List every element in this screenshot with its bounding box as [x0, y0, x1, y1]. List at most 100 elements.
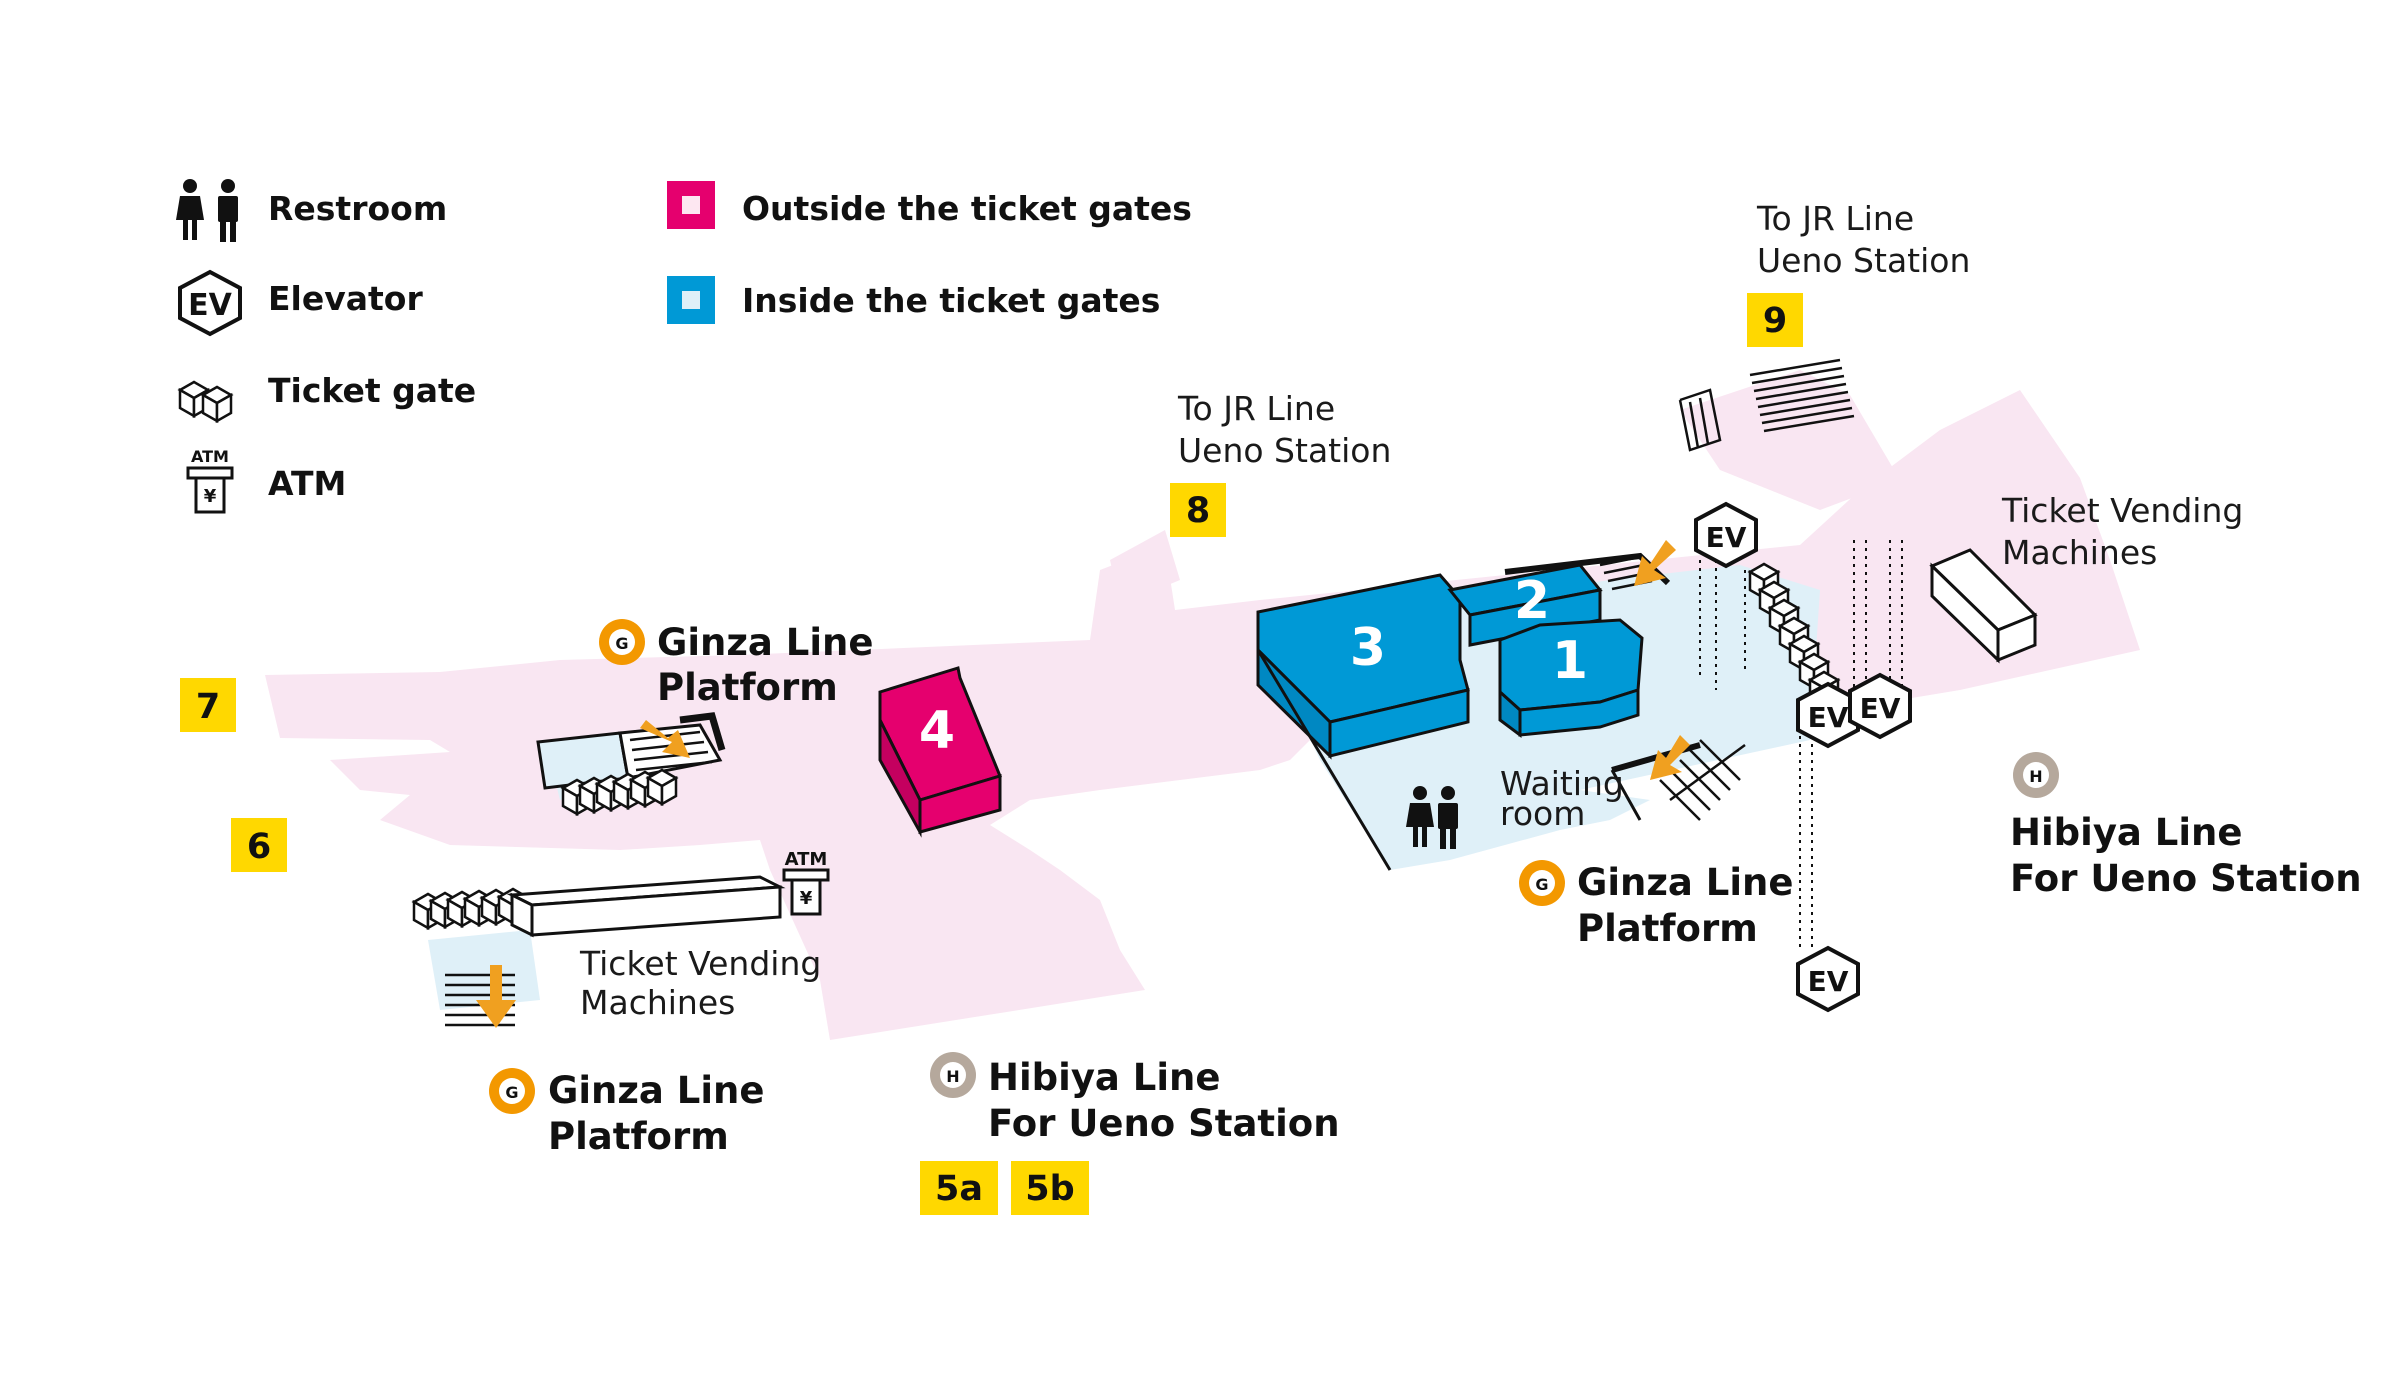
ginza-badge-text: G — [615, 634, 628, 653]
ginza-platform-top[interactable]: G Ginza Line Platform — [599, 619, 873, 709]
legend-elevator-label: Elevator — [268, 279, 423, 318]
zone-1[interactable]: 1 — [1498, 618, 1644, 738]
zone-4[interactable]: 4 — [878, 666, 1003, 838]
ginza-platform-left[interactable]: G Ginza Line Platform — [489, 1068, 764, 1158]
ginza-right-line2: Platform — [1577, 907, 1758, 950]
to-jr-middle-line2: Ueno Station — [1178, 431, 1391, 470]
ginza-stair-left — [443, 965, 517, 1028]
waiting-room: Waiting room — [1500, 764, 1624, 833]
ginza-stair-right-bottom — [1650, 735, 1746, 821]
exit-5b[interactable]: 5b — [1011, 1161, 1089, 1215]
ginza-platform-right[interactable]: G Ginza Line Platform — [1519, 860, 1793, 950]
corridor-floor — [265, 370, 2140, 1040]
waiting-room-line2: room — [1500, 794, 1585, 833]
legend-ticket-gate-label: Ticket gate — [268, 371, 476, 410]
zone-3-label: 3 — [1350, 618, 1386, 678]
ticket-vending-machines-left — [506, 875, 786, 938]
atm-machine-yen: ¥ — [800, 888, 813, 909]
exit-5a[interactable]: 5a — [920, 1161, 998, 1215]
down-arrow-icon — [476, 965, 516, 1028]
down-arrow-icon — [1634, 540, 1676, 586]
ginza-right-line1: Ginza Line — [1577, 861, 1793, 904]
hibiya-middle-line2: For Ueno Station — [988, 1102, 1340, 1145]
ginza-left-line1: Ginza Line — [548, 1069, 764, 1112]
elevator-middle-right-text: EV — [1860, 692, 1901, 725]
to-jr-right-line1: To JR Line — [1756, 199, 1914, 238]
legend-restroom-label: Restroom — [268, 189, 447, 228]
elevator-top[interactable]: EV — [1694, 502, 1758, 568]
tvm-right-label: Ticket Vending Machines — [2001, 491, 2243, 572]
elevator-bottom[interactable]: EV — [1796, 946, 1860, 1012]
exit-7[interactable]: 7 — [180, 678, 236, 732]
hibiya-line-right[interactable]: H Hibiya Line For Ueno Station — [2010, 752, 2362, 900]
zone-4-label: 4 — [919, 701, 955, 761]
hibiya-badge-text: H — [2029, 767, 2042, 786]
ev-icon-text: EV — [188, 288, 232, 323]
legend-elevator: EV Elevator — [178, 270, 423, 336]
ginza-badge-text: G — [1535, 875, 1548, 894]
tvm-right-line2: Machines — [2002, 533, 2157, 572]
exit-8[interactable]: 8 — [1170, 483, 1226, 537]
elevator-bottom-text: EV — [1808, 965, 1849, 998]
ticket-vending-machines-right — [1929, 548, 2038, 664]
exit-9-label: 9 — [1763, 301, 1787, 341]
ginza-badge-text: G — [505, 1083, 518, 1102]
atm-machine-text: ATM — [785, 849, 828, 870]
zone-2[interactable]: 2 — [1447, 563, 1603, 647]
tvm-left-line2: Machines — [580, 983, 735, 1022]
tvm-left-line1: Ticket Vending — [579, 944, 821, 983]
atm-machine[interactable]: ATM ¥ — [782, 849, 830, 916]
elevator-middle-right[interactable]: EV — [1848, 673, 1912, 739]
down-arrow-icon — [640, 720, 690, 758]
atm-icon: ATM ¥ — [186, 447, 234, 514]
legend-inside: Inside the ticket gates — [667, 276, 1160, 324]
elevator-shafts — [1699, 540, 1903, 950]
exit-5b-label: 5b — [1025, 1169, 1074, 1209]
exit-6[interactable]: 6 — [231, 818, 287, 872]
legend-atm: ATM ¥ ATM — [186, 447, 346, 514]
ginza-top-line2: Platform — [657, 666, 838, 709]
ginza-stair-right-top — [1599, 540, 1676, 591]
hibiya-badge-text: H — [946, 1067, 959, 1086]
tvm-left-label: Ticket Vending Machines — [579, 944, 821, 1022]
tvm-right-line1: Ticket Vending — [2001, 491, 2243, 530]
down-arrow-icon — [1650, 735, 1690, 780]
legend-outside: Outside the ticket gates — [667, 181, 1192, 229]
legend-restroom: Restroom — [176, 179, 447, 242]
hibiya-line-middle[interactable]: H Hibiya Line For Ueno Station — [930, 1052, 1340, 1145]
atm-yen-text: ¥ — [204, 486, 217, 507]
exit-5a-label: 5a — [935, 1169, 983, 1209]
restroom-icon — [176, 179, 238, 242]
exit-6-label: 6 — [247, 827, 271, 867]
legend-atm-label: ATM — [268, 464, 346, 503]
exit-9[interactable]: 9 — [1747, 293, 1803, 347]
legend-inside-label: Inside the ticket gates — [742, 281, 1160, 320]
legend-outside-label: Outside the ticket gates — [742, 189, 1192, 228]
ginza-left-line2: Platform — [548, 1115, 729, 1158]
ginza-stair-top — [536, 712, 726, 790]
ticket-gates-top-right — [1678, 358, 1855, 452]
elevator-middle-left-text: EV — [1808, 701, 1849, 734]
hibiya-right-line1: Hibiya Line — [2010, 811, 2242, 854]
zone-1-label: 1 — [1552, 631, 1588, 691]
elevator-icon: EV — [178, 270, 242, 336]
to-jr-line-right: To JR Line Ueno Station — [1756, 199, 1970, 280]
elevator-middle-left[interactable]: EV — [1796, 682, 1860, 748]
atm-icon-text: ATM — [191, 447, 229, 466]
exit-8-label: 8 — [1186, 491, 1210, 531]
to-jr-line-middle: To JR Line Ueno Station — [1177, 389, 1391, 470]
waiting-room-line1: Waiting — [1500, 764, 1624, 803]
hibiya-middle-line1: Hibiya Line — [988, 1056, 1220, 1099]
ginza-top-line1: Ginza Line — [657, 621, 873, 664]
zone-3[interactable]: 3 — [1256, 573, 1470, 760]
legend: Restroom EV Elevator Ticket gate ATM ¥ A… — [176, 179, 1192, 514]
legend-ticket-gate: Ticket gate — [178, 371, 476, 423]
zone-2-label: 2 — [1514, 571, 1550, 631]
hibiya-right-line2: For Ueno Station — [2010, 857, 2362, 900]
elevator-top-text: EV — [1706, 521, 1747, 554]
to-jr-right-line2: Ueno Station — [1757, 241, 1970, 280]
to-jr-middle-line1: To JR Line — [1177, 389, 1335, 428]
exit-7-label: 7 — [196, 687, 220, 727]
ticket-gate-icon — [178, 380, 233, 423]
